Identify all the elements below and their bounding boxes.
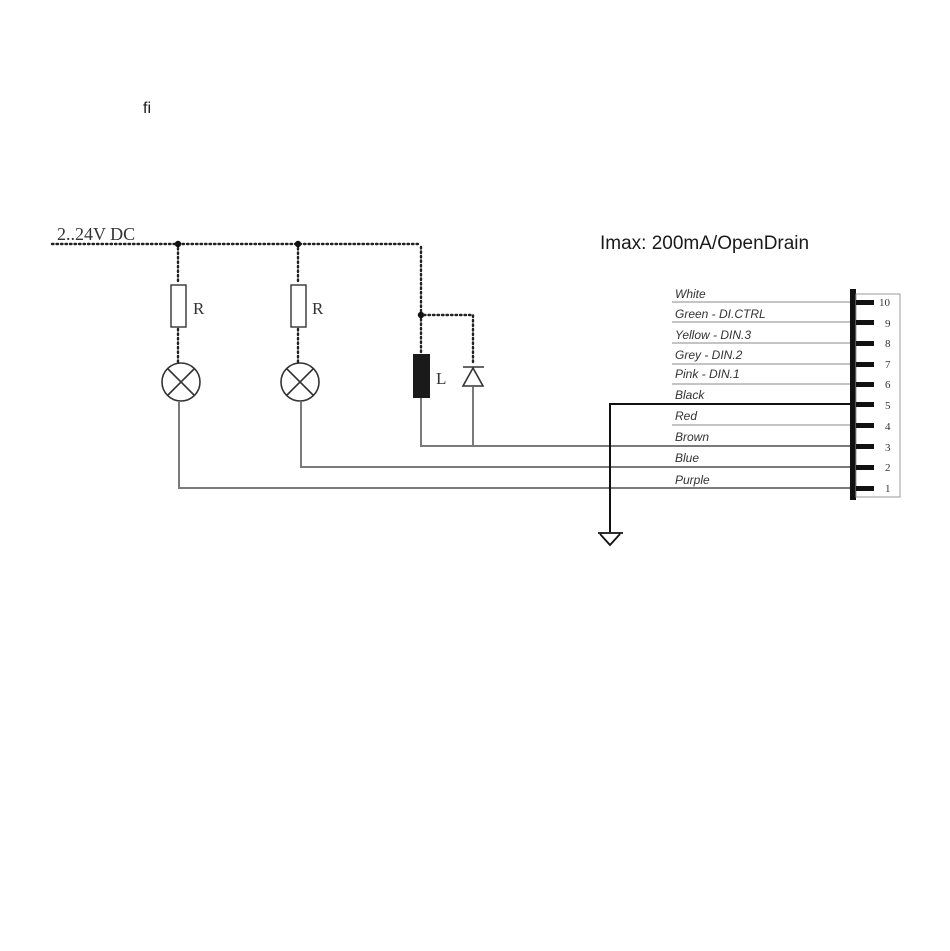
imax-label: Imax: 200mA/OpenDrain — [600, 233, 809, 254]
wire-label: Red — [675, 409, 697, 423]
stray-glyph: fi — [143, 100, 151, 117]
wire-label: Purple — [675, 473, 710, 487]
pin-number: 2 — [885, 462, 891, 474]
wire-label: Green - DI.CTRL — [675, 307, 766, 321]
resistor-1 — [171, 285, 186, 327]
wire-label: Yellow - DIN.3 — [675, 328, 751, 342]
wire-label: Pink - DIN.1 — [675, 367, 740, 381]
wire-label: Brown — [675, 430, 709, 444]
pin-number: 4 — [885, 421, 891, 433]
connector — [850, 289, 900, 500]
resistor-label-2: R — [312, 299, 324, 318]
coil-label: L — [436, 369, 446, 388]
branch-lamp-2: R — [281, 248, 853, 467]
branch-lamp-1: R — [162, 248, 853, 488]
resistor-label-1: R — [193, 299, 205, 318]
pin-number: 10 — [879, 297, 891, 309]
wire-label: Grey - DIN.2 — [675, 348, 743, 362]
pin-number: 9 — [885, 318, 891, 330]
lamp-icon — [162, 363, 200, 401]
supply-label: 2..24V DC — [57, 224, 135, 244]
wire-label: Black — [675, 388, 705, 402]
pin-number: 6 — [885, 379, 891, 391]
wire-label: White — [675, 287, 706, 301]
pin-number: 3 — [885, 442, 891, 454]
junction-dot-2 — [295, 241, 301, 247]
junction-dot-1 — [175, 241, 181, 247]
diode-icon — [463, 367, 484, 386]
wire-label: Blue — [675, 451, 699, 465]
pin-number: 7 — [885, 359, 891, 371]
pin-number: 1 — [885, 483, 891, 495]
coil-inductor — [413, 354, 430, 398]
pin-number: 8 — [885, 338, 891, 350]
ground-icon — [598, 533, 623, 545]
branch-relay: L — [413, 247, 853, 446]
resistor-2 — [291, 285, 306, 327]
lamp-icon — [281, 363, 319, 401]
pin-number: 5 — [885, 400, 891, 412]
